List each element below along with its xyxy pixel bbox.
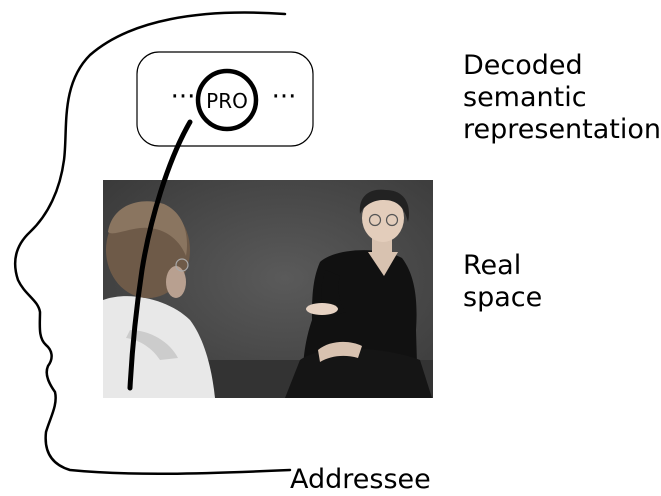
pro-circle xyxy=(195,68,259,132)
decoded-label-line-2: semantic xyxy=(463,82,587,113)
real-space-label: Real space xyxy=(463,250,542,314)
decoded-label-line-1: Decoded xyxy=(463,50,583,81)
real-space-label-line-2: space xyxy=(463,282,543,313)
ellipsis-right: ··· xyxy=(272,82,297,112)
head-silhouette-outline xyxy=(13,11,292,476)
real-space-label-line-1: Real xyxy=(463,250,522,281)
pro-connector-line xyxy=(127,119,193,391)
signer-face xyxy=(362,194,404,242)
addressee-label: Addressee xyxy=(290,464,431,496)
pro-label: PRO xyxy=(206,89,248,113)
addressee-label-text: Addressee xyxy=(290,464,431,495)
signer-hand xyxy=(306,303,338,315)
decoded-semantic-representation-label: Decoded semantic representation xyxy=(463,50,661,146)
ellipsis-left: ··· xyxy=(171,82,196,112)
real-space-photo xyxy=(103,180,433,398)
decoded-label-line-3: representation xyxy=(463,114,661,145)
